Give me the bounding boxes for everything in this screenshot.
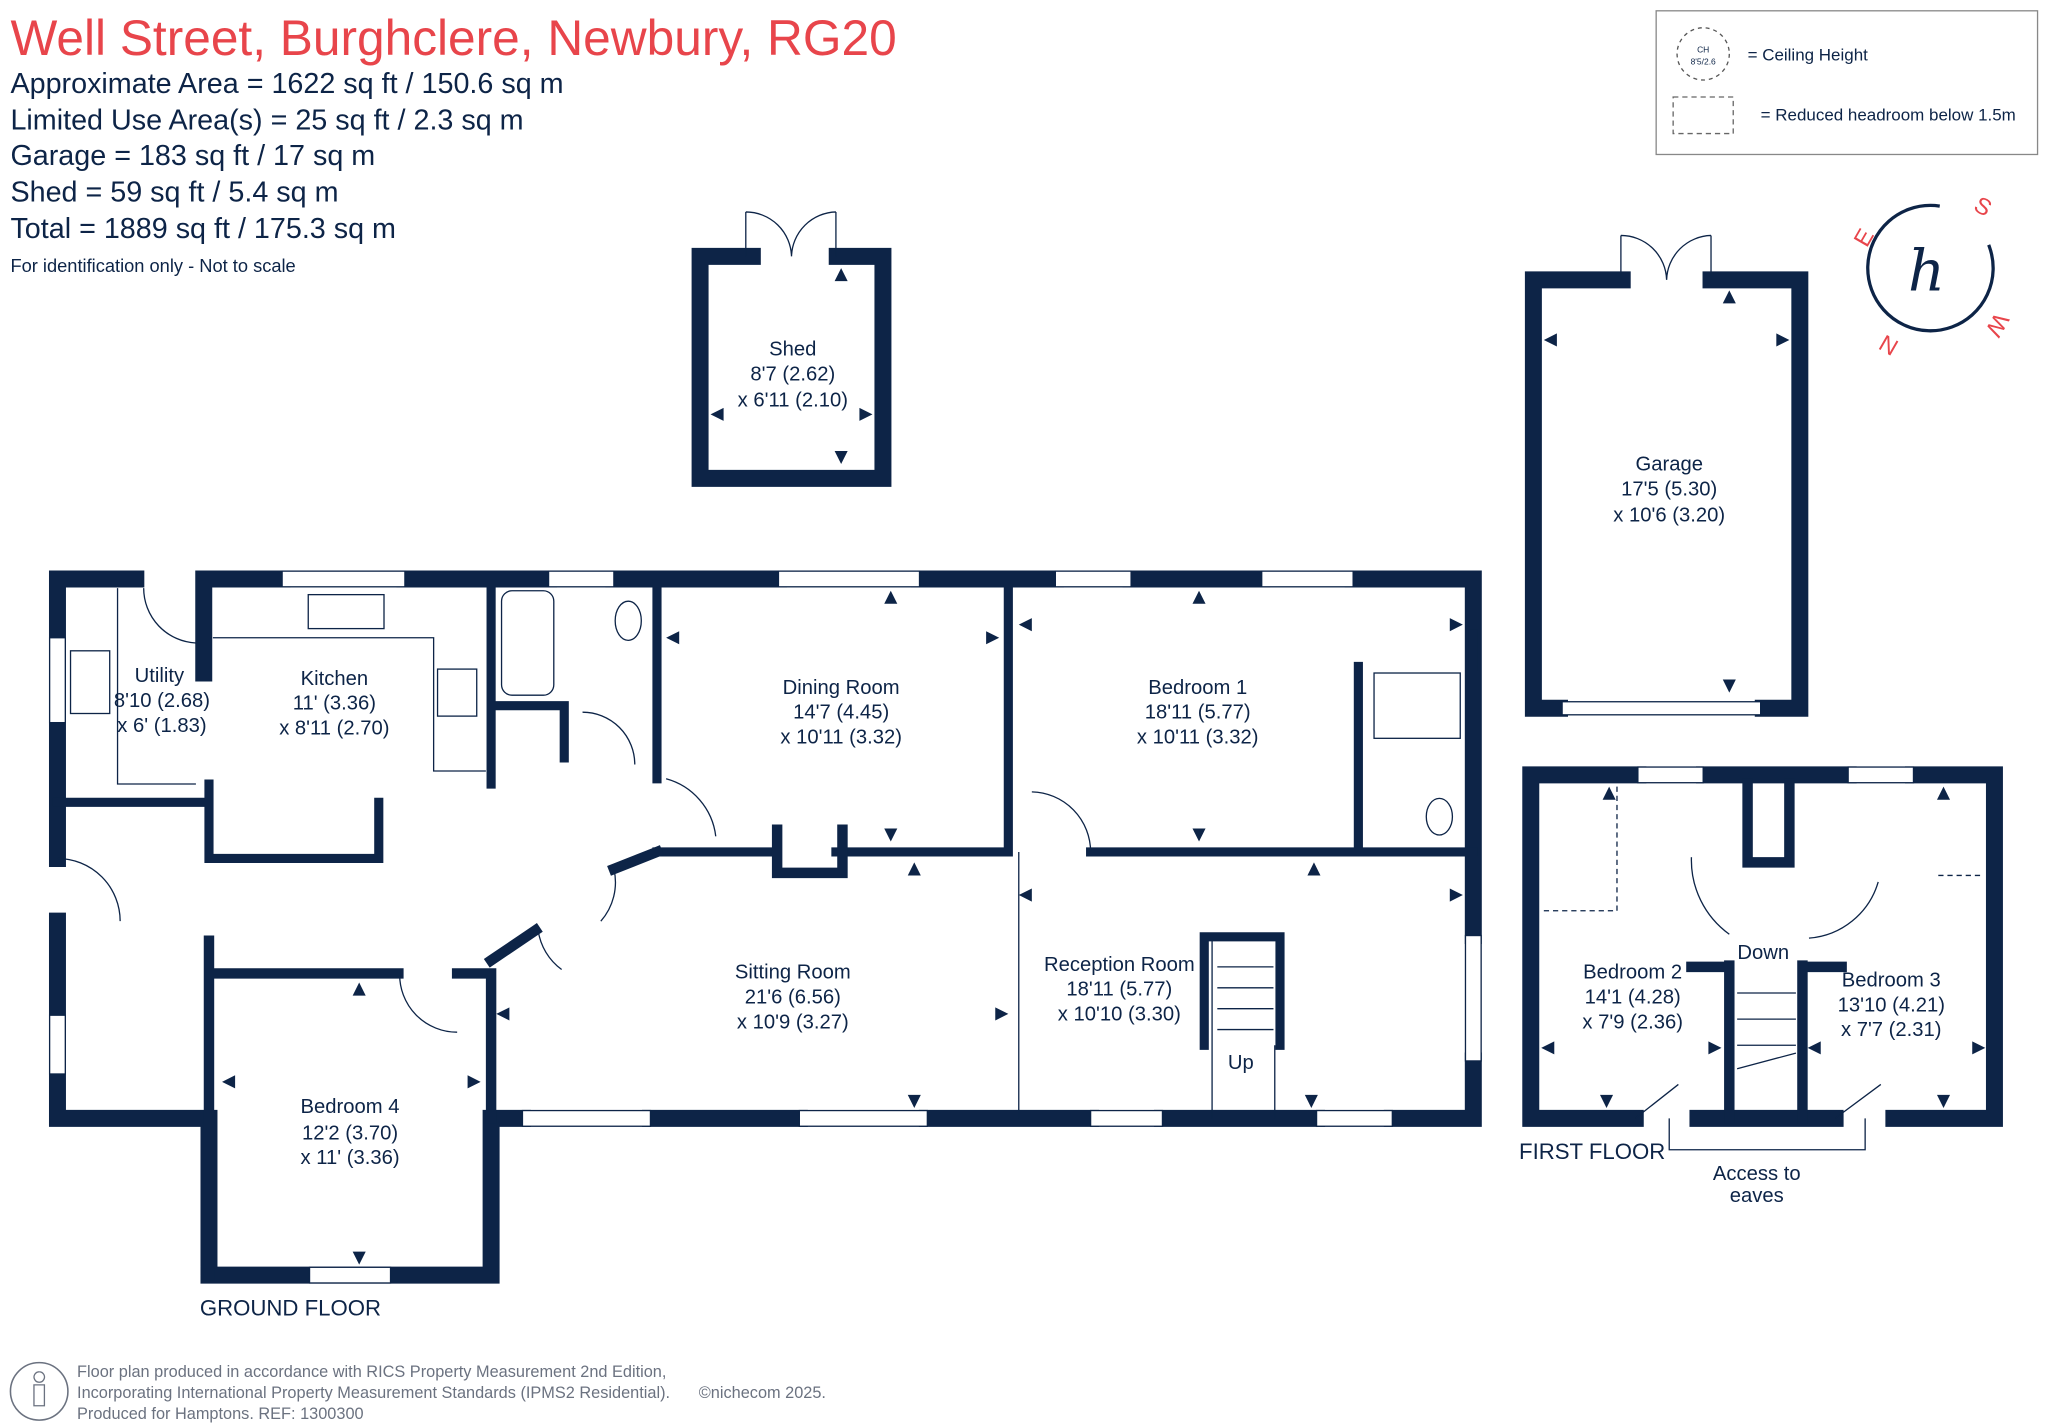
room-dimension: x 10'11 (3.32) xyxy=(1137,727,1259,749)
property-title: Well Street, Burghclere, Newbury, RG20 xyxy=(10,10,896,66)
room-reception: Reception Room 18'11 (5.77) x 10'10 (3.3… xyxy=(1044,954,1195,1026)
limited-use-area: Limited Use Area(s) = 25 sq ft / 2.3 sq … xyxy=(10,105,523,137)
room-dimension: 14'1 (4.28) xyxy=(1585,986,1681,1008)
compass-logo: h S E W N xyxy=(1849,191,2015,361)
compass-south: S xyxy=(1970,191,1997,221)
footer-line-1: Floor plan produced in accordance with R… xyxy=(77,1363,666,1381)
garage-area: Garage = 183 sq ft / 17 sq m xyxy=(10,140,375,172)
room-name: Bedroom 4 xyxy=(301,1096,400,1118)
room-dimension: 12'2 (3.70) xyxy=(302,1122,398,1144)
footer: Floor plan produced in accordance with R… xyxy=(9,1361,826,1423)
room-name: Bedroom 3 xyxy=(1842,969,1941,991)
footer-line-2: Incorporating International Property Mea… xyxy=(77,1384,670,1402)
compass-east: E xyxy=(1849,224,1879,251)
shed-area: Shed = 59 sq ft / 5.4 sq m xyxy=(10,177,338,209)
room-name: Reception Room xyxy=(1044,954,1195,976)
room-dimension: 8'7 (2.62) xyxy=(750,363,835,385)
first-floor-walls xyxy=(1522,766,2003,1151)
reduced-headroom-icon xyxy=(1672,96,1734,135)
room-name: Bedroom 2 xyxy=(1583,962,1682,984)
disclaimer: For identification only - Not to scale xyxy=(10,255,295,276)
first-floor-label: FIRST FLOOR xyxy=(1519,1139,1665,1164)
footer-copyright: ©nichecom 2025. xyxy=(699,1384,826,1402)
legend: CH 8'5/2.6 = Ceiling Height = Reduced he… xyxy=(1655,10,2039,156)
room-utility: Utility 8'10 (2.68) x 6' (1.83) xyxy=(114,665,210,737)
room-name: Shed xyxy=(769,339,816,361)
ch-label: CH xyxy=(1697,45,1709,55)
room-dimension: x 11' (3.36) xyxy=(300,1147,399,1169)
room-dimension: x 8'11 (2.70) xyxy=(279,717,389,739)
room-sitting: Sitting Room 21'6 (6.56) x 10'9 (3.27) xyxy=(735,962,851,1034)
room-dimension: x 6'11 (2.10) xyxy=(738,390,848,412)
footer-line-3: Produced for Hamptons. REF: 1300300 xyxy=(77,1405,364,1423)
room-dimension: x 7'9 (2.36) xyxy=(1582,1011,1683,1033)
room-dimension: 8'10 (2.68) xyxy=(114,690,210,712)
room-dimension: 11' (3.36) xyxy=(293,693,376,715)
legend-ceiling-height: = Ceiling Height xyxy=(1748,45,1869,64)
ceiling-height-icon xyxy=(1676,27,1730,81)
garage-walls xyxy=(1524,234,1809,717)
compass-west: W xyxy=(1980,309,2014,342)
room-bedroom-1: Bedroom 1 18'11 (5.77) x 10'11 (3.32) xyxy=(1137,677,1259,749)
stairs-down-label: Down xyxy=(1737,942,1789,964)
compass-north: N xyxy=(1875,330,1903,361)
room-dimension: 21'6 (6.56) xyxy=(745,986,841,1008)
room-name: Sitting Room xyxy=(735,962,851,984)
room-dimension: 14'7 (4.45) xyxy=(793,702,889,724)
room-dimension: 18'11 (5.77) xyxy=(1145,702,1251,724)
room-dimension: x 10'11 (3.32) xyxy=(780,727,902,749)
ground-floor-label: GROUND FLOOR xyxy=(200,1296,381,1321)
room-bedroom-2: Bedroom 2 14'1 (4.28) x 7'9 (2.36) xyxy=(1582,962,1683,1034)
logo-letter: h xyxy=(1908,237,1945,304)
room-dimension: x 10'6 (3.20) xyxy=(1613,504,1725,526)
stairs-up-label: Up xyxy=(1228,1052,1254,1074)
access-to-eaves-label-2: eaves xyxy=(1730,1185,1784,1207)
room-bedroom-4: Bedroom 4 12'2 (3.70) x 11' (3.36) xyxy=(300,1096,399,1169)
room-dimension: x 6' (1.83) xyxy=(117,715,206,737)
room-dimension: 13'10 (4.21) xyxy=(1838,994,1945,1016)
room-dimension: x 10'9 (3.27) xyxy=(737,1011,849,1033)
room-shed: Shed 8'7 (2.62) x 6'11 (2.10) xyxy=(738,339,848,412)
room-name: Dining Room xyxy=(783,677,900,699)
room-name: Utility xyxy=(135,665,185,687)
access-to-eaves-label: Access to xyxy=(1713,1163,1801,1185)
room-name: Kitchen xyxy=(301,668,369,690)
person-icon xyxy=(9,1361,69,1421)
room-garage: Garage 17'5 (5.30) x 10'6 (3.20) xyxy=(1613,454,1725,527)
room-dimension: x 10'10 (3.30) xyxy=(1058,1003,1181,1025)
room-name: Garage xyxy=(1635,454,1703,476)
approximate-area: Approximate Area = 1622 sq ft / 150.6 sq… xyxy=(10,68,563,100)
legend-reduced-headroom: = Reduced headroom below 1.5m xyxy=(1761,106,2016,125)
ground-floor-walls xyxy=(48,570,1482,1284)
room-kitchen: Kitchen 11' (3.36) x 8'11 (2.70) xyxy=(279,668,389,740)
room-name: Bedroom 1 xyxy=(1148,677,1247,699)
shed-walls xyxy=(691,211,892,487)
room-dining: Dining Room 14'7 (4.45) x 10'11 (3.32) xyxy=(780,677,902,749)
total-area: Total = 1889 sq ft / 175.3 sq m xyxy=(10,213,396,245)
ch-value: 8'5/2.6 xyxy=(1691,56,1716,66)
room-bedroom-3: Bedroom 3 13'10 (4.21) x 7'7 (2.31) xyxy=(1838,969,1945,1041)
room-dimension: x 7'7 (2.31) xyxy=(1841,1019,1942,1041)
room-dimension: 18'11 (5.77) xyxy=(1066,979,1172,1001)
room-dimension: 17'5 (5.30) xyxy=(1621,478,1717,500)
